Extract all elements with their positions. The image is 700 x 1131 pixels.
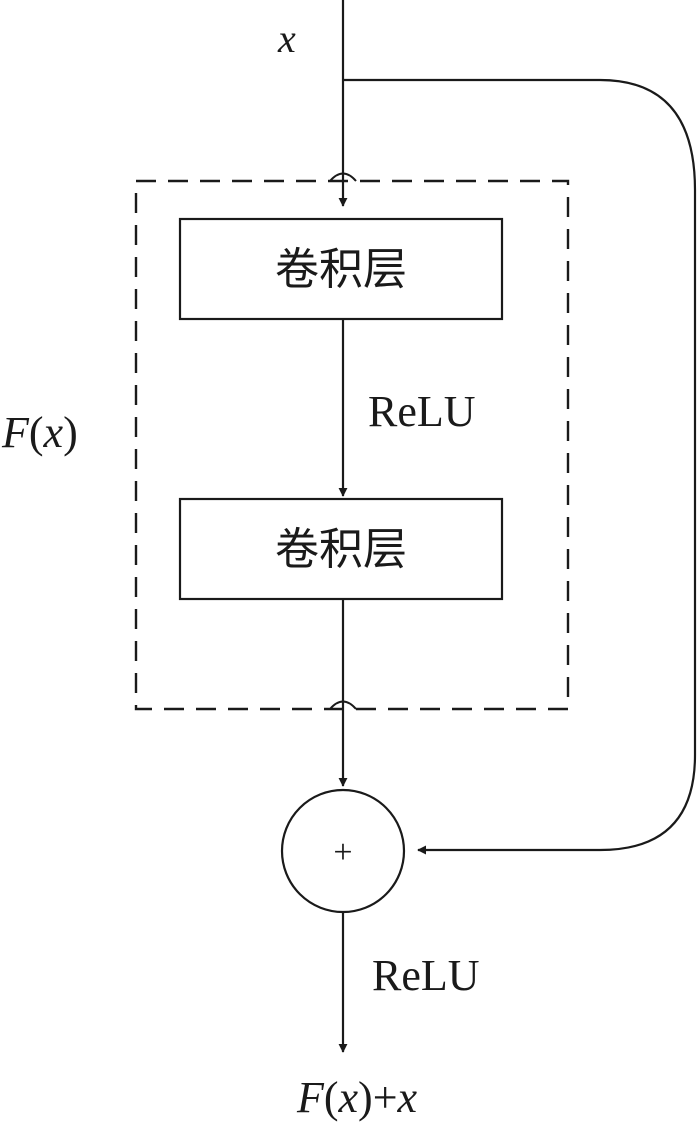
output-x: x (397, 1073, 418, 1122)
output-plus: + (373, 1073, 398, 1122)
output-var: x (338, 1073, 359, 1122)
top-crossing-arc (329, 172, 357, 182)
residual-var: x (43, 408, 64, 457)
inner-relu-label: ReLU (368, 387, 476, 436)
output-paren-close: ) (358, 1073, 373, 1122)
conv-layer-1-label: 卷积层 (275, 244, 407, 295)
skip-connection-arrow (343, 78, 697, 855)
residual-paren-open: ( (29, 408, 44, 457)
conv-layer-2-label: 卷积层 (275, 524, 407, 575)
outer-relu-label: ReLU (372, 951, 480, 1000)
residual-f: F (1, 408, 30, 457)
conv-layer-2 (178, 497, 504, 601)
residual-paren-close: ) (63, 408, 78, 457)
output-f: F (296, 1073, 325, 1122)
output-label: F(x)+x (296, 1073, 418, 1122)
conv-layer-1 (178, 217, 504, 321)
sum-node-symbol: + (333, 834, 352, 871)
output-paren-open: ( (324, 1073, 339, 1122)
residual-function-label: F(x) (1, 408, 78, 457)
input-label: x (277, 16, 296, 61)
